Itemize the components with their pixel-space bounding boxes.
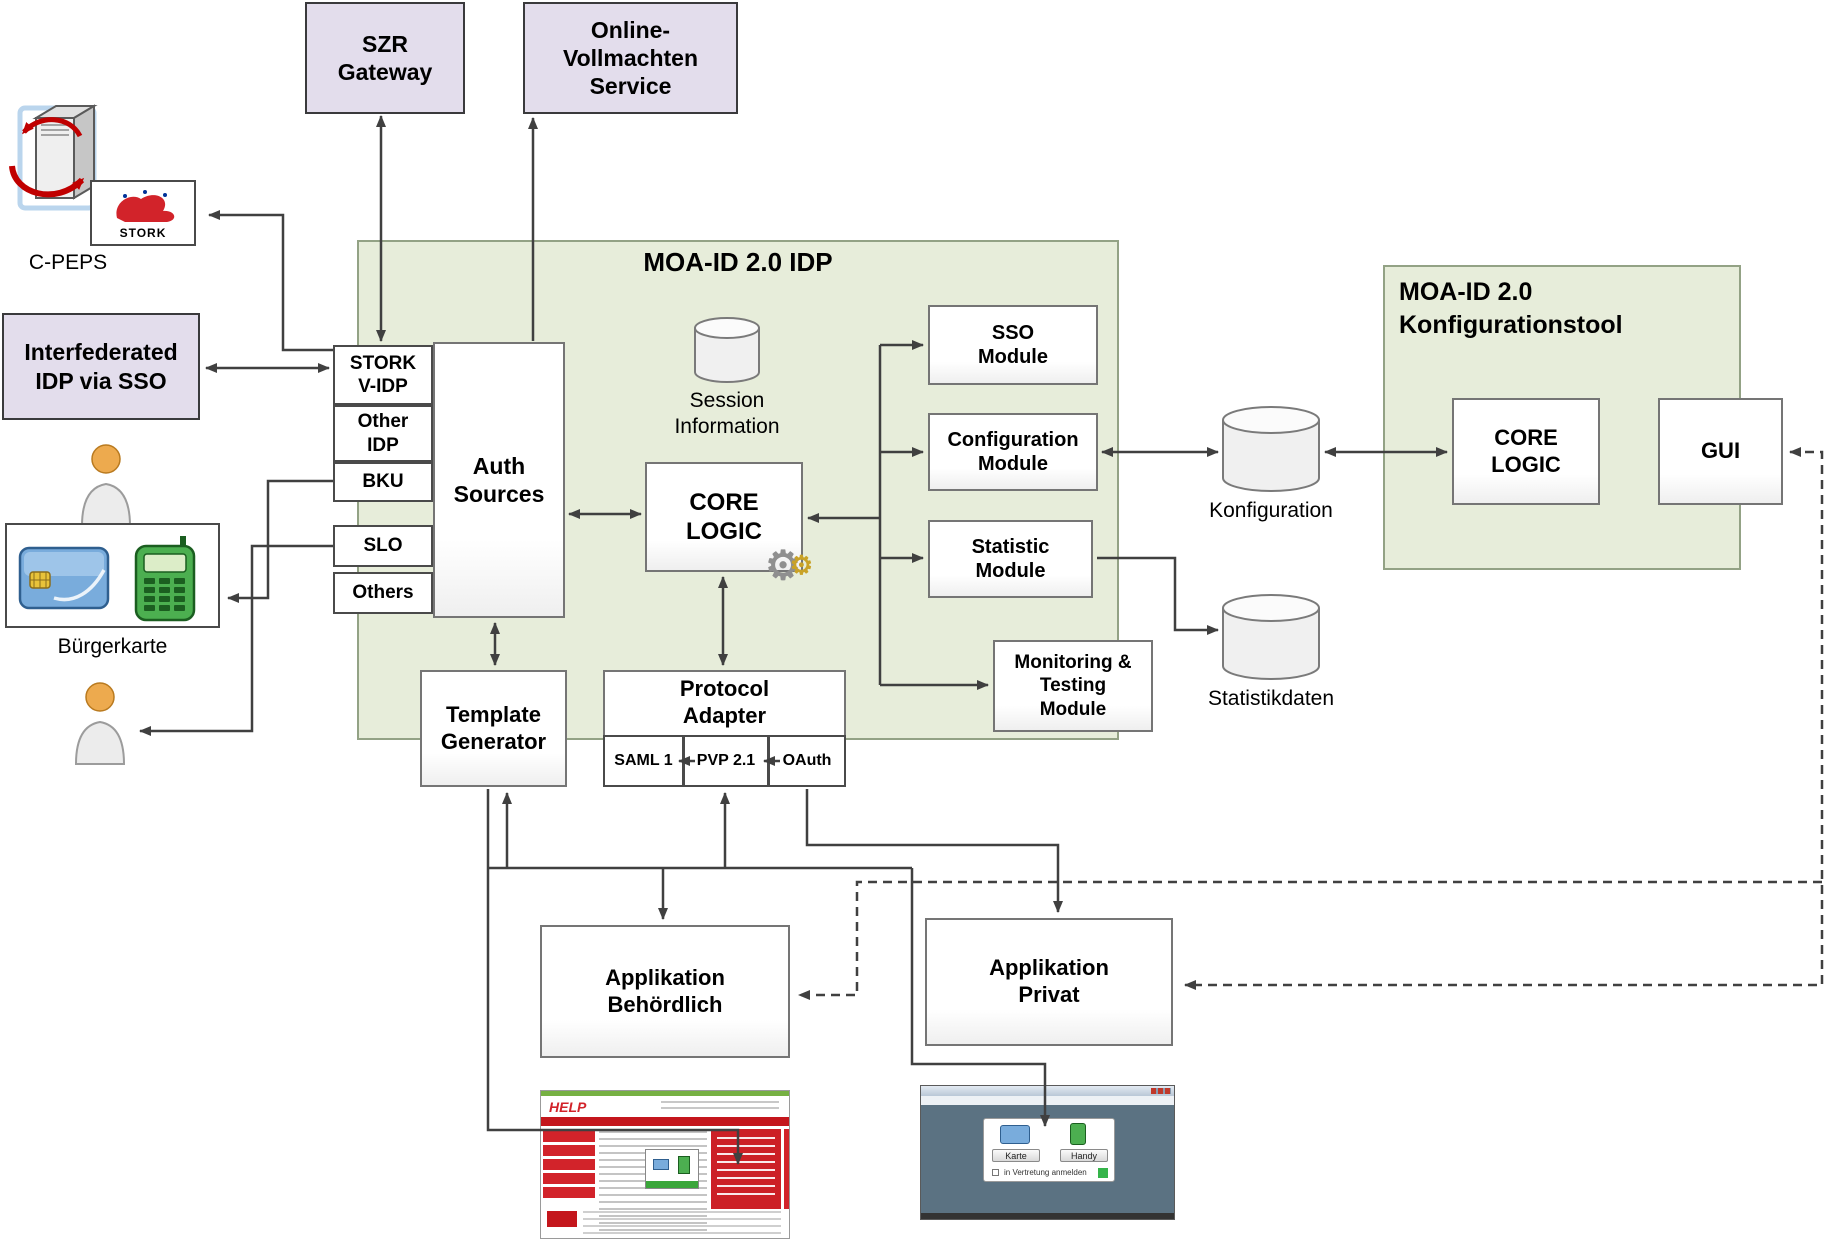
konfiguration-label: Konfiguration [1209, 499, 1333, 522]
mock-left-menu [543, 1131, 595, 1199]
session-information-label: Session Information [674, 389, 780, 439]
mock-footer-box [547, 1211, 577, 1227]
stork-logo-text: STORK [119, 226, 167, 240]
szr-gateway-box: SZR Gateway [305, 2, 465, 114]
gui-box: GUI [1658, 398, 1783, 505]
idp-panel-title: MOA-ID 2.0 IDP [643, 247, 833, 277]
vertretung-label: in Vertretung anmelden [1004, 1168, 1087, 1177]
connector-storkvidp-cpeps [208, 210, 333, 352]
mock-topbar [541, 1091, 789, 1096]
mock-statusbar [921, 1213, 1174, 1219]
stork-bird-icon [116, 190, 175, 222]
protocol-saml1-box: SAML 1 [603, 735, 684, 787]
handy-button: Handy [1060, 1149, 1108, 1162]
stack-bku: BKU [333, 462, 433, 502]
citizen-icon [80, 444, 132, 527]
mock-login-dialog: Karte Handy in Vertretung anmelden [983, 1118, 1115, 1182]
mock-navbar [541, 1117, 789, 1126]
mock-green-badge [1098, 1168, 1108, 1178]
mock-karte-icon [1000, 1125, 1030, 1144]
connector-bku-buergerkarte [227, 479, 333, 603]
protocol-oauth-box: OAuth [768, 735, 846, 787]
protocol-pvp21-box: PVP 2.1 [683, 735, 769, 787]
cpeps-label: C-PEPS [28, 251, 108, 274]
stack-stork-vidp: STORK V-IDP [333, 345, 433, 405]
konfigurationstool-title: MOA-ID 2.0 Konfigurationstool [1399, 278, 1623, 339]
screenshot-bku-selection: Karte Handy in Vertretung anmelden [920, 1085, 1175, 1220]
citizen-icon-2 [74, 682, 126, 765]
mock-header-lines [661, 1101, 779, 1113]
core-logic-label: CORE LOGIC [686, 488, 762, 545]
help-logo: HELP [549, 1099, 587, 1115]
gear-icon: ⚙ [765, 544, 801, 588]
cpeps-server-icon [9, 104, 98, 211]
statistikdaten-cylinder [1222, 594, 1320, 680]
stork-logo-box: STORK [90, 180, 196, 246]
mock-right-stripe [784, 1129, 789, 1209]
red-swirl-icon [22, 117, 83, 138]
sso-module-box: SSO Module [928, 305, 1098, 385]
statistikdaten-label: Statistikdaten [1207, 687, 1335, 710]
mock-bku-popup [645, 1149, 699, 1189]
statistic-module-box: Statistic Module [928, 520, 1093, 598]
mock-window-buttons [1151, 1088, 1171, 1094]
vertretung-row: in Vertretung anmelden [992, 1167, 1108, 1179]
stack-other-idp: Other IDP [333, 405, 433, 462]
buergerkarte-label: Bürgerkarte [57, 635, 168, 658]
configuration-module-box: Configuration Module [928, 413, 1098, 491]
mock-phone-icon [678, 1156, 690, 1174]
mock-promo-lines [717, 1137, 775, 1197]
protocol-adapter-title: Protocol Adapter [679, 676, 770, 728]
monitoring-testing-module-box: Monitoring & Testing Module [993, 640, 1153, 732]
konfiguration-cylinder [1222, 406, 1320, 492]
mock-footer-lines [583, 1211, 781, 1235]
stack-slo: SLO [333, 525, 433, 567]
interfederated-idp-box: Interfederated IDP via SSO [2, 313, 200, 420]
screenshot-help-portal: HELP [540, 1090, 790, 1239]
mock-popup-footer [646, 1181, 698, 1188]
core-logic-box: CORE LOGIC ⚙ ⚙ [645, 462, 813, 586]
gear-icon-small: ⚙ [789, 550, 813, 580]
mock-promo-box [711, 1129, 781, 1209]
connector-oauth-privat [805, 789, 1063, 913]
mock-card-icon [653, 1159, 669, 1170]
karte-button: Karte [992, 1149, 1040, 1162]
mobile-phone-icon [134, 536, 196, 622]
mock-checkbox [992, 1169, 999, 1176]
auth-sources-box: Auth Sources [433, 342, 565, 618]
mock-handy-icon [1070, 1123, 1086, 1145]
online-vollmachten-service-box: Online- Vollmachten Service [523, 2, 738, 114]
template-generator-box: Template Generator [420, 670, 567, 787]
applikation-behoerdlich-box: Applikation Behördlich [540, 925, 790, 1058]
mock-toolbar [921, 1096, 1174, 1105]
smartcard-icon [18, 546, 110, 610]
mock-titlebar [921, 1086, 1174, 1096]
applikation-privat-box: Applikation Privat [925, 918, 1173, 1046]
stack-others: Others [333, 572, 433, 614]
tool-core-logic-box: CORE LOGIC [1452, 398, 1600, 505]
